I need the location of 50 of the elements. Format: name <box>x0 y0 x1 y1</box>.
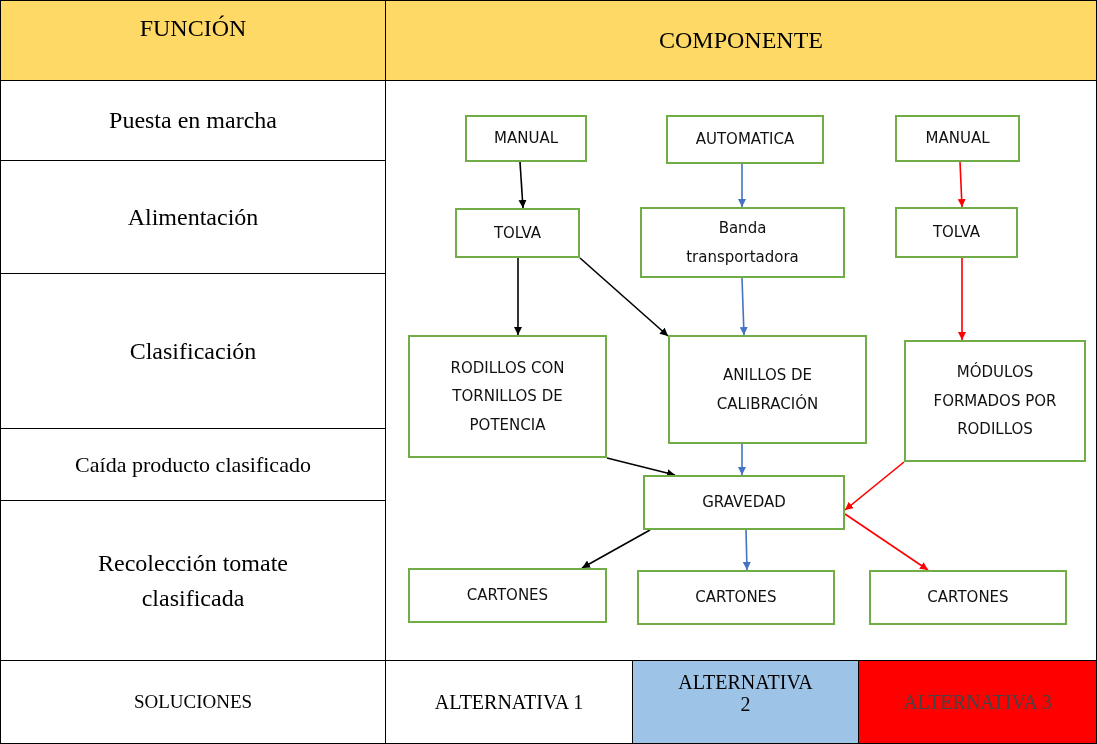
cell-text: ALTERNATIVA 1 <box>434 689 584 715</box>
arrow <box>581 529 651 569</box>
box-label: AUTOMATICA <box>695 129 795 151</box>
process-box <box>637 570 835 625</box>
box-label: GRAVEDAD <box>702 492 786 514</box>
box-label: MANUAL <box>925 128 990 150</box>
arrow <box>844 513 929 571</box>
arrow <box>514 257 522 336</box>
process-box <box>465 115 587 162</box>
process-box <box>904 340 1086 462</box>
cell-text: Alimentación <box>127 202 259 232</box>
box-label: MANUAL <box>494 128 558 150</box>
box-label: TOLVA <box>493 222 542 244</box>
cell-text: Recolección tomate clasificada <box>97 548 289 613</box>
box-label: Banda transportadora <box>685 218 800 268</box>
cell-text: ALTERNATIVA 2 <box>677 671 814 715</box>
cell-text: SOLUCIONES <box>133 690 253 715</box>
box-label: MÓDULOS FORMADOS POR RODILLOS <box>932 361 1058 441</box>
process-box <box>643 475 845 530</box>
process-box <box>668 335 867 444</box>
process-box <box>408 568 607 623</box>
process-box <box>895 207 1018 258</box>
cell-text: Caída producto clasificado <box>75 450 311 479</box>
process-box <box>408 335 607 458</box>
cell-text: COMPONENTE <box>659 26 823 56</box>
box-label: CARTONES <box>927 587 1009 609</box>
box-label: CARTONES <box>466 585 549 607</box>
process-box <box>869 570 1067 625</box>
cell-text: Puesta en marcha <box>109 106 277 136</box>
arrow <box>958 257 966 341</box>
box-label: ANILLOS DE CALIBRACIÓN <box>715 365 820 415</box>
process-box <box>666 115 824 164</box>
arrow <box>518 161 527 209</box>
arrow <box>739 277 748 336</box>
arrow <box>844 461 905 511</box>
box-label: RODILLOS CON TORNILLOS DE POTENCIA <box>449 357 566 436</box>
arrow <box>957 161 966 208</box>
arrow <box>738 443 746 476</box>
box-label: TOLVA <box>932 222 981 244</box>
cell-text: FUNCIÓN <box>139 14 247 43</box>
box-label: CARTONES <box>695 587 777 609</box>
process-box <box>895 115 1020 162</box>
arrow <box>742 529 751 571</box>
process-box <box>640 207 845 278</box>
arrow <box>606 457 676 477</box>
arrow <box>738 163 746 208</box>
arrow <box>579 257 669 337</box>
cell-text: ALTERNATIVA 3 <box>903 689 1052 715</box>
cell-text: Clasificación <box>129 336 257 366</box>
process-box <box>455 208 580 258</box>
